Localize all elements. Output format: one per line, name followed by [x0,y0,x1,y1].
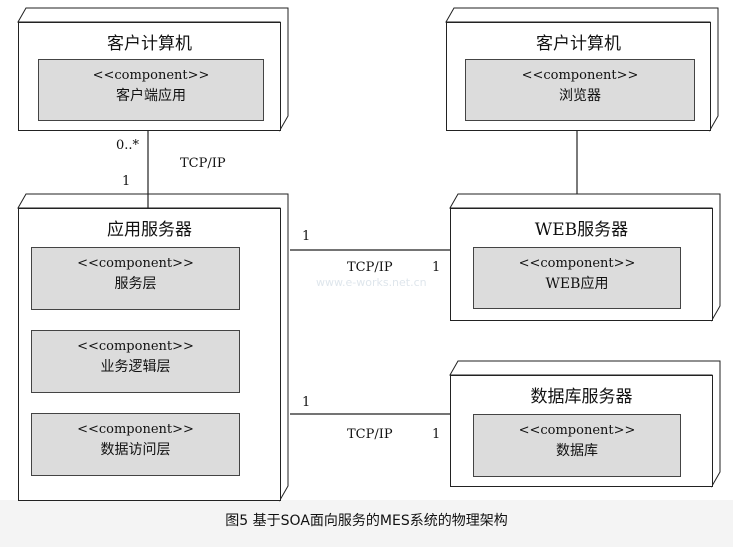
connectors [147,130,578,415]
component-stereotype: <<component>> [77,256,194,271]
component-name: 浏览器 [559,88,601,104]
protocol-label-app-web: TCP/IP [347,260,393,275]
node-title: 应用服务器 [107,220,192,240]
component-stereotype: <<component>> [77,422,194,437]
component-client-app: <<component>> 客户端应用 [38,59,264,121]
component-stereotype: <<component>> [518,423,636,438]
component-database: <<component>> 数据库 [473,414,681,477]
multiplicity-app-db-left: 1 [302,395,311,410]
component-stereotype: <<component>> [521,68,639,83]
node-web-server: WEB服务器 <<component>> WEB应用 [450,208,713,321]
node-title: 数据库服务器 [530,387,633,407]
component-name: WEB应用 [545,276,609,292]
component-web-app: <<component>> WEB应用 [473,247,681,309]
protocol-label-app-db: TCP/IP [347,427,393,442]
component-stereotype: <<component>> [92,68,210,83]
node-app-server: 应用服务器 <<component>> 服务层 <<component>> 业务… [18,208,281,501]
component-name: 数据访问层 [100,442,171,458]
component-name: 业务逻辑层 [100,359,171,375]
node-db-server: 数据库服务器 <<component>> 数据库 [450,375,713,487]
component-stereotype: <<component>> [518,256,636,271]
component-name: 数据库 [556,443,598,459]
protocol-label-client-app: TCP/IP [180,156,226,171]
figure-caption: 图5 基于SOA面向服务的MES系统的物理架构 [225,513,508,529]
node-title: WEB服务器 [534,220,629,240]
component-stereotype: <<component>> [77,339,194,354]
node-title: 客户计算机 [107,34,192,54]
multiplicity-app-web-right: 1 [432,260,441,275]
node-client-computer-2: 客户计算机 <<component>> 浏览器 [446,22,711,131]
node-title: 客户计算机 [536,34,621,54]
multiplicity-app-side: 1 [122,174,131,189]
watermark: www.e-works.net.cn [316,276,427,289]
node-depth-edges [17,7,721,502]
component-business-logic-layer: <<component>> 业务逻辑层 [31,330,240,393]
component-browser: <<component>> 浏览器 [465,59,695,121]
component-data-access-layer: <<component>> 数据访问层 [31,413,240,476]
component-name: 服务层 [114,276,157,292]
multiplicity-app-web-left: 1 [302,229,311,244]
component-name: 客户端应用 [116,88,186,104]
multiplicity-client-side: 0..* [116,138,140,153]
component-service-layer: <<component>> 服务层 [31,247,240,310]
multiplicity-app-db-right: 1 [432,427,441,442]
node-client-computer-1: 客户计算机 <<component>> 客户端应用 [18,22,281,131]
